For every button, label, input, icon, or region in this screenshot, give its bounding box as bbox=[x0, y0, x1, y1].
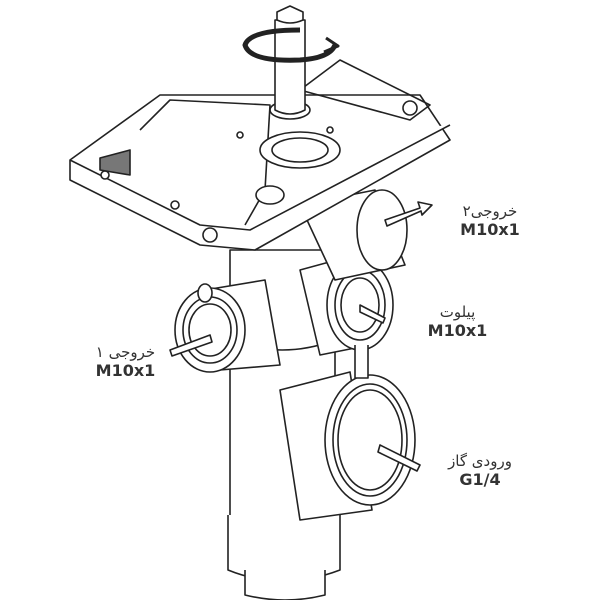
gas-inlet-port bbox=[279, 371, 416, 521]
gas-inlet-label: ورودی گاز G1/4 bbox=[440, 452, 520, 489]
valve-shaft bbox=[269, 5, 311, 120]
rotation-arrow-icon bbox=[242, 27, 340, 63]
gas-inlet-name: ورودی گاز bbox=[448, 452, 512, 470]
outlet1-name: خروجی ۱ bbox=[95, 343, 156, 361]
outlet2-name: خروجی۲ bbox=[462, 202, 518, 220]
outlet2-port bbox=[299, 189, 408, 281]
outlet1-label: خروجی ۱ M10x1 bbox=[88, 343, 163, 380]
outlet2-thread: M10x1 bbox=[460, 220, 520, 239]
mounting-plate bbox=[69, 59, 451, 251]
outlet1-thread: M10x1 bbox=[95, 361, 156, 380]
pilot-name: پیلوت bbox=[439, 303, 476, 321]
gas-inlet-thread: G1/4 bbox=[459, 470, 501, 489]
outlet2-label: خروجی۲ M10x1 bbox=[450, 202, 530, 239]
pilot-thread: M10x1 bbox=[427, 321, 488, 340]
pilot-label: پیلوت M10x1 bbox=[420, 303, 495, 340]
outlet1-port bbox=[174, 279, 281, 373]
flow-arrows bbox=[169, 201, 433, 472]
